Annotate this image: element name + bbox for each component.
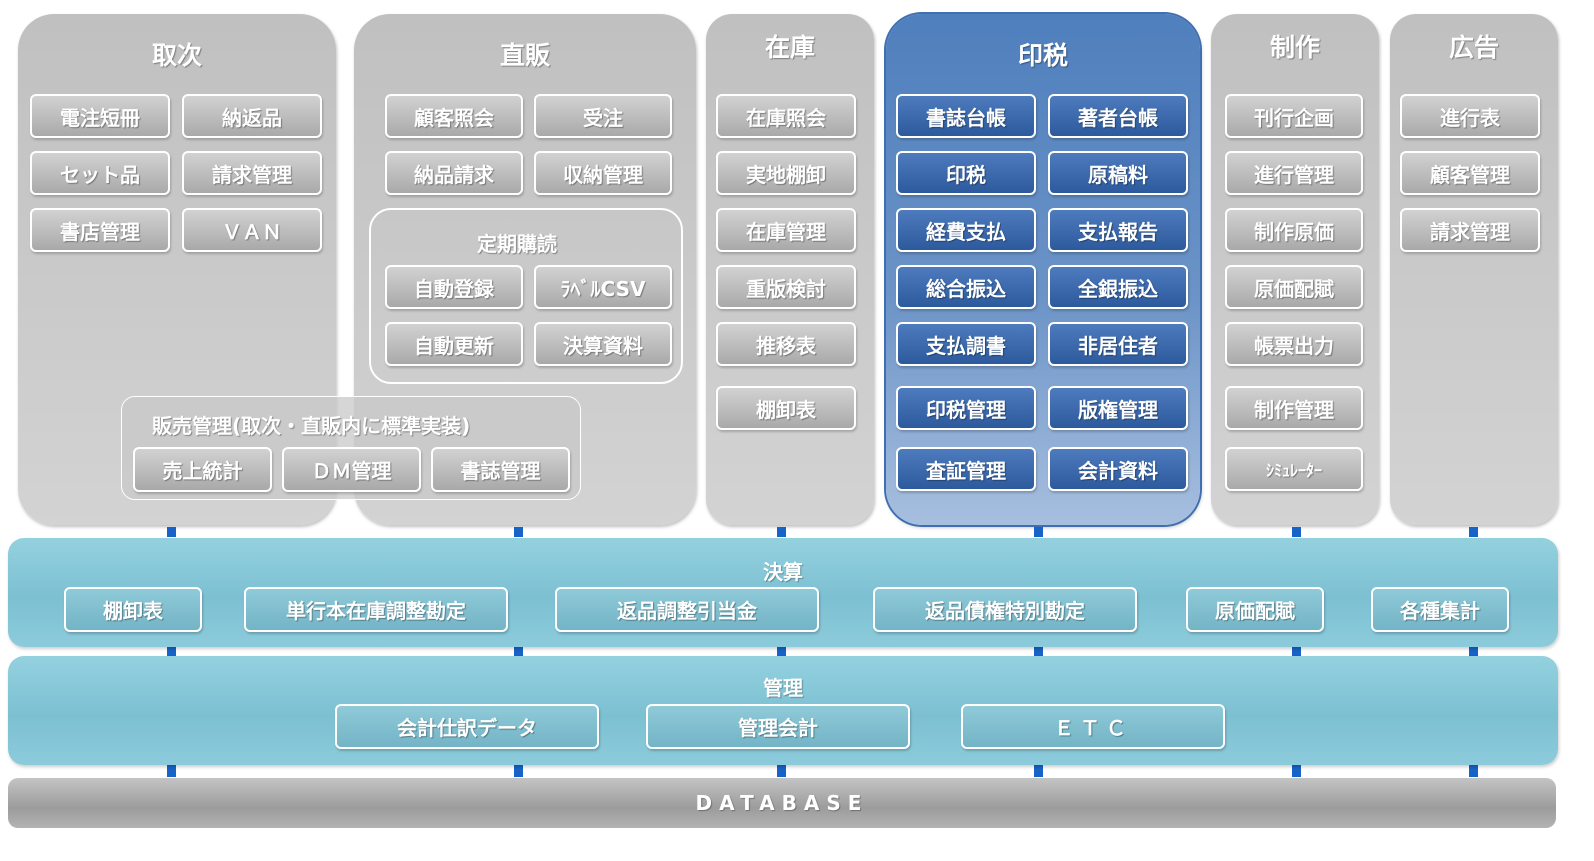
button-manuscript-fee[interactable]: 原稿料 — [1048, 151, 1188, 195]
button-set-item[interactable]: セット品 — [30, 151, 170, 195]
button-nohenpin[interactable]: 納返品 — [182, 94, 322, 138]
button-audit-management[interactable]: 査証管理 — [896, 447, 1036, 491]
connector — [777, 765, 786, 777]
button-sales-stats[interactable]: 売上統計 — [133, 447, 272, 492]
kanri-band: 管理 会計仕訳データ 管理会計 ＥＴＣ — [8, 656, 1558, 765]
button-kessan-return-reserve[interactable]: 返品調整引当金 — [555, 587, 819, 632]
connector — [1469, 765, 1478, 777]
button-closing-docs[interactable]: 決算資料 — [534, 322, 672, 366]
button-royalty-management[interactable]: 印税管理 — [896, 386, 1036, 430]
button-accounting-docs[interactable]: 会計資料 — [1048, 447, 1188, 491]
button-payment-statement[interactable]: 支払調書 — [896, 322, 1036, 366]
connector — [167, 765, 176, 777]
column-seisaku: 制作 刊行企画 進行管理 制作原価 原価配賦 帳票出力 制作管理 ｼﾐｭﾚｰﾀｰ — [1211, 14, 1379, 525]
button-inventory-table[interactable]: 棚卸表 — [716, 386, 856, 430]
button-author-ledger[interactable]: 著者台帳 — [1048, 94, 1188, 138]
column-koukoku: 広告 進行表 顧客管理 請求管理 — [1390, 14, 1558, 525]
button-simulator[interactable]: ｼﾐｭﾚｰﾀｰ — [1225, 447, 1363, 491]
button-general-transfer[interactable]: 総合振込 — [896, 265, 1036, 309]
button-kessan-stock-adjustment[interactable]: 単行本在庫調整勘定 — [244, 587, 508, 632]
connector — [514, 765, 523, 777]
button-label-csv[interactable]: ﾗﾍﾞﾙCSV — [534, 265, 672, 309]
button-stock-lookup[interactable]: 在庫照会 — [716, 94, 856, 138]
connector — [777, 647, 786, 656]
button-schedule[interactable]: 進行表 — [1400, 94, 1540, 138]
button-order[interactable]: 受注 — [534, 94, 672, 138]
column-title: 取次 — [151, 41, 202, 70]
column-title: 直販 — [499, 41, 550, 70]
button-royalty[interactable]: 印税 — [896, 151, 1036, 195]
connector — [514, 647, 523, 656]
connector — [1469, 527, 1478, 537]
button-bibliography[interactable]: 書誌管理 — [431, 447, 570, 492]
column-inzei: 印税 書誌台帳 著者台帳 印税 原稿料 経費支払 支払報告 総合振込 全銀振込 … — [886, 14, 1200, 525]
button-non-resident[interactable]: 非居住者 — [1048, 322, 1188, 366]
subscription-label: 定期購読 — [477, 232, 557, 256]
connector — [1292, 765, 1301, 777]
connector — [1469, 647, 1478, 656]
column-title: 広告 — [1448, 33, 1499, 62]
subscription-group — [369, 208, 683, 384]
band-title: 管理 — [763, 676, 803, 700]
button-production-management[interactable]: 制作管理 — [1225, 386, 1363, 430]
button-kessan-totals[interactable]: 各種集計 — [1371, 587, 1509, 632]
button-auto-renew[interactable]: 自動更新 — [385, 322, 523, 366]
button-physical-inventory[interactable]: 実地棚卸 — [716, 151, 856, 195]
button-dm-management[interactable]: ＤＭ管理 — [282, 447, 421, 492]
button-auto-register[interactable]: 自動登録 — [385, 265, 523, 309]
connector — [1292, 647, 1301, 656]
button-cost-allocation[interactable]: 原価配賦 — [1225, 265, 1363, 309]
connector — [514, 527, 523, 537]
button-etc[interactable]: ＥＴＣ — [961, 704, 1225, 749]
column-title: 在庫 — [764, 33, 815, 62]
connector — [167, 527, 176, 537]
button-payment-report[interactable]: 支払報告 — [1048, 208, 1188, 252]
button-progress-management[interactable]: 進行管理 — [1225, 151, 1363, 195]
connector — [1034, 765, 1043, 777]
button-expense-payment[interactable]: 経費支払 — [896, 208, 1036, 252]
connector — [167, 647, 176, 656]
column-title: 印税 — [1017, 41, 1068, 70]
button-zengin-transfer[interactable]: 全銀振込 — [1048, 265, 1188, 309]
button-delivery-billing[interactable]: 納品請求 — [385, 151, 523, 195]
button-kessan-inventory[interactable]: 棚卸表 — [64, 587, 202, 632]
button-billing[interactable]: 請求管理 — [182, 151, 322, 195]
button-rights-management[interactable]: 版権管理 — [1048, 386, 1188, 430]
button-production-cost[interactable]: 制作原価 — [1225, 208, 1363, 252]
button-trend-table[interactable]: 推移表 — [716, 322, 856, 366]
connector — [1034, 527, 1043, 537]
button-kessan-return-claims[interactable]: 返品債権特別勘定 — [873, 587, 1137, 632]
connector — [777, 527, 786, 537]
button-form-output[interactable]: 帳票出力 — [1225, 322, 1363, 366]
button-book-ledger[interactable]: 書誌台帳 — [896, 94, 1036, 138]
kessan-band: 決算 棚卸表 単行本在庫調整勘定 返品調整引当金 返品債権特別勘定 原価配賦 各… — [8, 538, 1558, 647]
band-title: 決算 — [763, 560, 803, 584]
button-ad-billing[interactable]: 請求管理 — [1400, 208, 1540, 252]
button-client-management[interactable]: 顧客管理 — [1400, 151, 1540, 195]
column-zaiko: 在庫 在庫照会 実地棚卸 在庫管理 重版検討 推移表 棚卸表 — [706, 14, 874, 525]
button-van[interactable]: ＶＡＮ — [182, 208, 322, 252]
button-reprint-review[interactable]: 重版検討 — [716, 265, 856, 309]
connector — [1034, 647, 1043, 656]
button-bookstore[interactable]: 書店管理 — [30, 208, 170, 252]
button-journal-data[interactable]: 会計仕訳データ — [335, 704, 599, 749]
button-stock-management[interactable]: 在庫管理 — [716, 208, 856, 252]
button-customer-lookup[interactable]: 顧客照会 — [385, 94, 523, 138]
button-collection[interactable]: 収納管理 — [534, 151, 672, 195]
button-denchu-tanzaku[interactable]: 電注短冊 — [30, 94, 170, 138]
connector — [1292, 527, 1301, 537]
sales-management-label: 販売管理(取次・直販内に標準実装) — [152, 414, 471, 438]
button-management-accounting[interactable]: 管理会計 — [646, 704, 910, 749]
button-kessan-cost-allocation[interactable]: 原価配賦 — [1186, 587, 1324, 632]
database-bar: DATABASE — [8, 778, 1556, 828]
column-title: 制作 — [1269, 33, 1320, 62]
button-publication-plan[interactable]: 刊行企画 — [1225, 94, 1363, 138]
